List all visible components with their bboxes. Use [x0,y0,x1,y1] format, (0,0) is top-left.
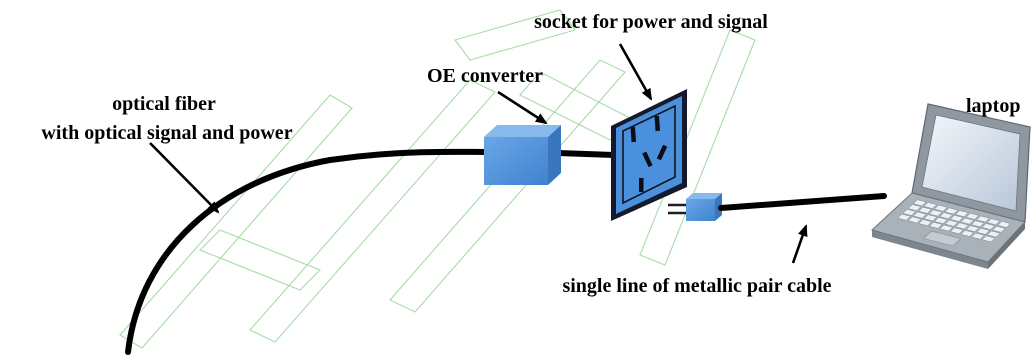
keyboard-key [907,204,922,211]
keyboard-key [907,216,922,224]
keyboard-key [981,235,996,243]
watermark-shape [119,94,353,349]
socket-arrow [618,43,653,101]
keyboard-key [928,209,943,217]
socket-label: socket for power and signal [534,11,768,33]
watermark-shape [454,9,576,61]
optical-fiber-label: optical fiber [112,93,216,115]
socket-slot [639,178,644,192]
keyboard-key [912,199,927,207]
keyboard-key [965,212,980,220]
keyboard-key [939,212,954,220]
socket [611,89,687,221]
oe-converter-top-face [484,125,561,137]
keyboard-key [912,211,927,219]
keyboard-key [970,220,985,228]
laptop-screen [921,114,1021,212]
socket-slot [630,126,637,143]
laptop-icon [871,103,1031,269]
keyboard-key [933,204,948,212]
keyboard-key [923,202,938,209]
watermark-shape [639,29,756,266]
laptop-base-side-edge [988,222,1025,269]
oe-converter-label: OE converter [427,65,543,87]
keyboard-key [949,227,964,235]
converter-to-socket-line [557,150,615,158]
optical-fiber-sublabel: with optical signal and power [41,122,292,144]
socket-slot [656,144,668,161]
keyboard-key [986,218,1001,226]
socket-slot [654,115,661,132]
cable-arrow [791,224,808,264]
keyboard-key [955,222,970,230]
plug-front-face [686,199,715,221]
socket-slot [642,151,653,168]
keyboard-key [944,219,959,227]
keyboard-key [960,217,975,225]
keyboard-key [960,230,975,237]
keyboard-key [923,214,938,222]
oe-converter-side-face [548,125,561,185]
keyboard-key [975,215,990,223]
optical-fiber-arrow [149,142,220,214]
keyboard-key [997,221,1012,228]
keyboard-key [970,232,985,240]
optical-fiber [125,148,491,355]
keyboard-key [933,217,948,224]
keyboard-key [944,207,959,215]
laptop-base-front-edge [872,230,988,269]
keyboard-key [918,206,932,214]
metallic-pair-cable [718,193,887,211]
watermark-shape [199,229,321,291]
cable-label: single line of metallic pair cable [562,275,831,297]
socket-inner-frame [622,104,676,205]
watermark-shape [249,79,496,343]
keyboard-key [897,213,912,221]
keyboard-key [902,209,917,216]
oe-converter-arrow [497,90,548,125]
keyboard-key [991,225,1006,233]
keyboard-key [939,224,954,232]
keyboard-key [986,230,1001,238]
laptop-label: laptop [966,95,1020,117]
laptop-keyboard [897,199,1012,243]
plug [668,193,722,221]
socket-plate [616,96,682,214]
laptop-touchpad [922,230,962,247]
keyboard-key [954,210,969,217]
oe-converter-front-face [484,137,548,185]
keyboard-key [976,228,991,235]
plug-top-face [686,193,722,199]
keyboard-key [965,225,980,232]
keyboard-key [949,215,964,222]
keyboard-key [918,219,933,226]
keyboard-key [928,221,943,229]
keyboard-key [981,223,996,230]
oe-converter-box [484,125,561,185]
